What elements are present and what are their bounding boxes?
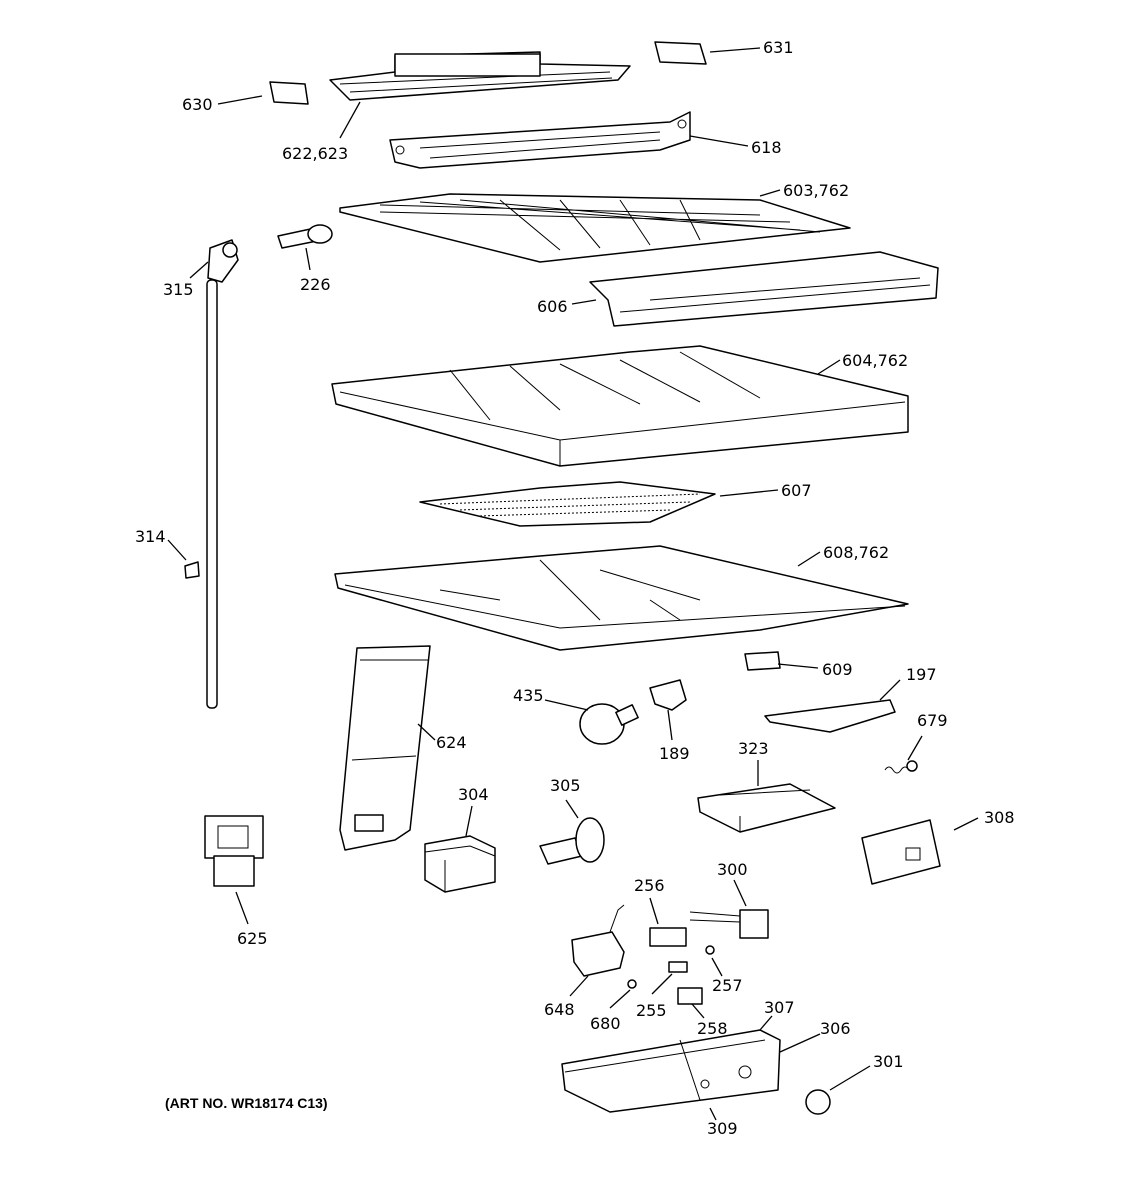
part-607-mesh[interactable] (419, 481, 716, 527)
part-301-knob[interactable] (805, 1089, 831, 1115)
part-255-cap[interactable] (668, 961, 688, 973)
part-197-strip[interactable] (764, 699, 896, 733)
label-622-623: 622,623 (282, 144, 348, 163)
part-622-623-top-cover[interactable] (329, 51, 631, 101)
label-256: 256 (634, 876, 665, 895)
label-648: 648 (544, 1000, 575, 1019)
part-323-box[interactable] (697, 783, 836, 833)
part-604-762-tray[interactable] (331, 345, 909, 467)
part-624-panel[interactable] (339, 645, 431, 851)
label-257: 257 (712, 976, 743, 995)
label-618: 618 (751, 138, 782, 157)
label-631: 631 (763, 38, 794, 57)
label-609: 609 (822, 660, 853, 679)
label-309: 309 (707, 1119, 738, 1138)
part-609-clip[interactable] (744, 651, 781, 671)
part-618-rail[interactable] (389, 111, 691, 169)
label-604-762: 604,762 (842, 351, 908, 370)
label-603-762: 603,762 (783, 181, 849, 200)
label-314: 314 (135, 527, 166, 546)
part-631-cap[interactable] (654, 41, 707, 65)
label-606: 606 (537, 297, 568, 316)
part-308-plate[interactable] (861, 819, 941, 885)
label-301: 301 (873, 1052, 904, 1071)
label-435: 435 (513, 686, 544, 705)
art-number: (ART NO. WR18174 C13) (165, 1095, 328, 1111)
part-306-307-housing[interactable] (561, 1029, 781, 1113)
label-315: 315 (163, 280, 194, 299)
part-304-housing[interactable] (424, 835, 496, 893)
label-197: 197 (906, 665, 937, 684)
part-606-crisper-front[interactable] (589, 251, 939, 327)
label-630: 630 (182, 95, 213, 114)
part-189-socket[interactable] (649, 679, 687, 711)
part-226-knob[interactable] (277, 224, 333, 249)
part-625-bracket[interactable] (204, 815, 264, 887)
part-300-switch[interactable] (689, 909, 769, 939)
label-323: 323 (738, 739, 769, 758)
leader-lines (167, 47, 979, 1121)
part-435-bulb[interactable] (579, 703, 639, 745)
part-603-762-shelf[interactable] (339, 193, 851, 263)
label-308: 308 (984, 808, 1015, 827)
label-608-762: 608,762 (823, 543, 889, 562)
label-304: 304 (458, 785, 489, 804)
part-257-screw[interactable] (705, 945, 715, 955)
part-305-thermostat[interactable] (539, 817, 605, 865)
label-680: 680 (590, 1014, 621, 1033)
part-680-screw[interactable] (627, 979, 637, 989)
label-255: 255 (636, 1001, 667, 1020)
label-625: 625 (237, 929, 268, 948)
part-608-762-tray[interactable] (334, 545, 909, 651)
label-307: 307 (764, 998, 795, 1017)
label-624: 624 (436, 733, 467, 752)
label-305: 305 (550, 776, 581, 795)
label-679: 679 (917, 711, 948, 730)
part-315-rod-bracket[interactable] (206, 239, 239, 709)
label-226: 226 (300, 275, 331, 294)
part-648-motor[interactable] (571, 904, 625, 977)
part-258-button[interactable] (677, 987, 703, 1005)
label-306: 306 (820, 1019, 851, 1038)
label-189: 189 (659, 744, 690, 763)
label-258: 258 (697, 1019, 728, 1038)
label-607: 607 (781, 481, 812, 500)
part-630-cap[interactable] (269, 81, 309, 105)
part-256-switch[interactable] (649, 927, 687, 947)
label-300: 300 (717, 860, 748, 879)
part-679-spring[interactable] (884, 760, 918, 774)
part-labels: 631 630 622,623 618 603,762 315 226 606 … (135, 38, 1015, 1138)
part-314-clip[interactable] (184, 561, 200, 579)
